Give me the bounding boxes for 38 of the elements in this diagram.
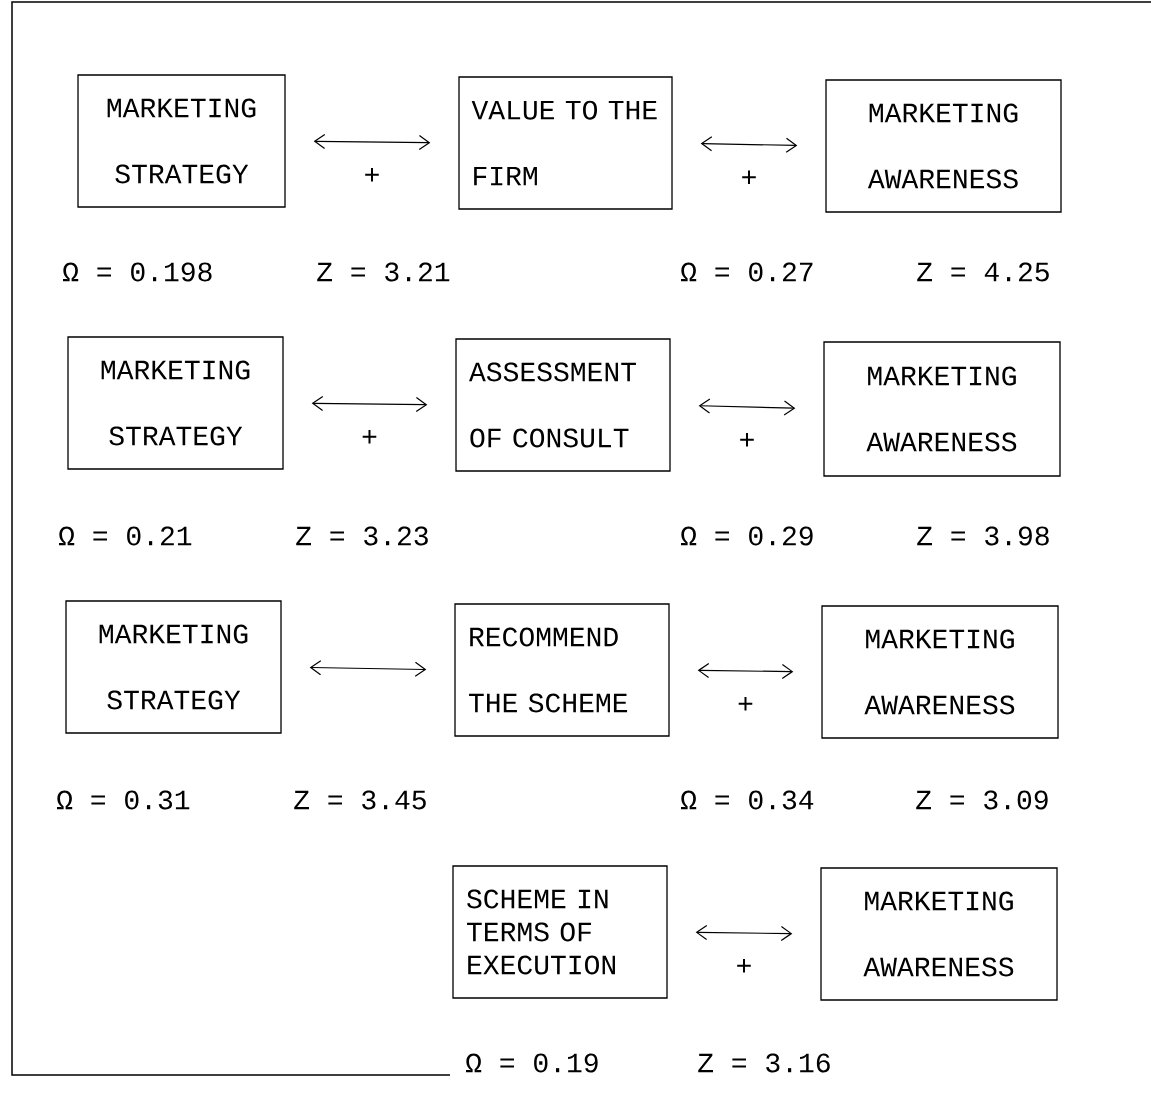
- text-box: MARKETING AWARENESS: [820, 867, 1058, 1001]
- double-arrow: [698, 398, 796, 416]
- statistic-label: Ω = 0.19: [466, 1053, 598, 1073]
- double-arrow: [697, 662, 794, 680]
- statistic-label: Z = 4.25: [917, 262, 1049, 282]
- statistic-label: Z = 3.98: [917, 526, 1049, 546]
- text-box: SCHEME IN TERMS OF EXECUTION: [452, 865, 668, 999]
- statistic-label: Z = 3.09: [916, 790, 1048, 810]
- text-box: MARKETING AWARENESS: [823, 341, 1061, 477]
- statistic-label: Ω = 0.198: [63, 262, 212, 282]
- text-box: MARKETING STRATEGY: [65, 600, 282, 734]
- text-box: ASSESSMENT OF CONSULT: [455, 338, 671, 472]
- double-arrow: [311, 395, 428, 413]
- statistic-label: Z = 3.16: [698, 1053, 830, 1073]
- statistic-label: Z = 3.45: [294, 790, 426, 810]
- text-box: MARKETING STRATEGY: [77, 74, 286, 208]
- double-arrow: [309, 660, 427, 677]
- text-box: RECOMMEND THE SCHEME: [454, 603, 670, 737]
- edge-label: +: [738, 696, 753, 711]
- edge-label: +: [365, 167, 379, 182]
- edge-label: +: [362, 429, 377, 444]
- double-arrow: [700, 136, 798, 153]
- statistic-label: Ω = 0.34: [681, 790, 814, 810]
- edge-label: +: [737, 958, 751, 973]
- double-arrow: [695, 924, 793, 942]
- edge-label: +: [740, 432, 754, 447]
- text-box: MARKETING AWARENESS: [825, 79, 1062, 213]
- statistic-label: Ω = 0.21: [59, 526, 192, 546]
- text-box: VALUE TO THE FIRM: [458, 76, 673, 210]
- statistic-label: Ω = 0.29: [681, 526, 813, 546]
- statistic-label: Ω = 0.31: [57, 790, 190, 810]
- statistic-label: Z = 3.23: [296, 526, 428, 546]
- statistic-label: Z = 3.21: [317, 262, 450, 282]
- text-box: MARKETING AWARENESS: [821, 605, 1059, 739]
- double-arrow: [313, 133, 431, 151]
- edge-label: +: [742, 170, 756, 185]
- statistic-label: Ω = 0.27: [681, 262, 813, 282]
- text-box: MARKETING STRATEGY: [67, 336, 284, 470]
